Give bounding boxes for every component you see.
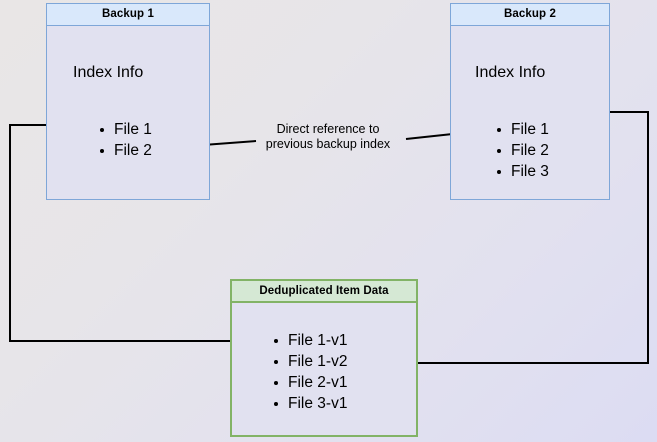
deduplicated-item-data-header: Deduplicated Item Data bbox=[232, 281, 416, 303]
list-item: File 1-v1 bbox=[272, 330, 347, 351]
list-item: File 2-v1 bbox=[272, 372, 347, 393]
list-item: File 1 bbox=[98, 119, 152, 140]
backup-1-box: Backup 1 Index Info File 1 File 2 bbox=[46, 3, 210, 200]
backup-2-body: Index Info File 1 File 2 File 3 bbox=[451, 26, 609, 199]
direct-reference-edge-label-line-2: previous backup index bbox=[265, 137, 391, 151]
backup-1-file-list: File 1 File 2 bbox=[98, 119, 152, 161]
backup-2-index-info-label: Index Info bbox=[475, 64, 546, 81]
deduplicated-item-data-box: Deduplicated Item Data File 1-v1 File 1-… bbox=[230, 279, 418, 437]
backup-1-index-info-label: Index Info bbox=[73, 64, 144, 81]
list-item: File 2 bbox=[495, 140, 549, 161]
backup-2-file-list: File 1 File 2 File 3 bbox=[495, 119, 549, 182]
deduplicated-item-data-body: File 1-v1 File 1-v2 File 2-v1 File 3-v1 bbox=[232, 303, 416, 435]
list-item: File 3-v1 bbox=[272, 393, 347, 414]
direct-reference-edge-label-line-1: Direct reference to bbox=[276, 122, 380, 136]
list-item: File 1 bbox=[495, 119, 549, 140]
direct-reference-edge-label: Direct reference to previous backup inde… bbox=[248, 122, 408, 152]
deduplicated-file-list: File 1-v1 File 1-v2 File 2-v1 File 3-v1 bbox=[272, 330, 347, 414]
backup-2-header: Backup 2 bbox=[451, 4, 609, 26]
backup-1-body: Index Info File 1 File 2 bbox=[47, 26, 209, 199]
backup-2-box: Backup 2 Index Info File 1 File 2 File 3 bbox=[450, 3, 610, 200]
list-item: File 1-v2 bbox=[272, 351, 347, 372]
list-item: File 3 bbox=[495, 161, 549, 182]
backup-1-header: Backup 1 bbox=[47, 4, 209, 26]
list-item: File 2 bbox=[98, 140, 152, 161]
